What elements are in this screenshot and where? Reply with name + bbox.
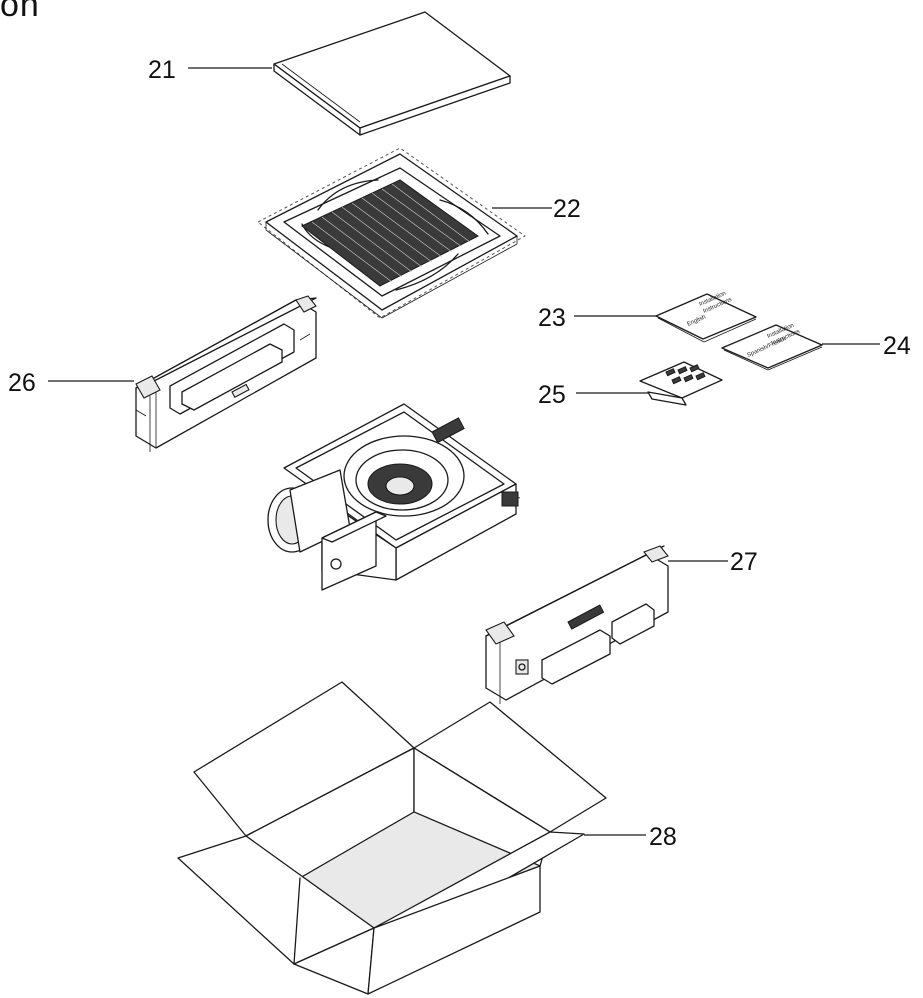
part-24-manual-sheet: Installation Instructions Spanish/French <box>721 323 823 371</box>
callout-28-label: 28 <box>649 823 677 851</box>
callout-26-label: 26 <box>8 369 36 397</box>
part-26-foam-insert <box>135 295 317 452</box>
part-28-shipping-box <box>177 681 607 995</box>
callout-23: 23 <box>538 304 656 332</box>
callout-27-label: 27 <box>730 548 758 576</box>
callout-21: 21 <box>148 56 272 84</box>
callout-24: 24 <box>822 332 911 360</box>
part-22-grille <box>257 147 526 319</box>
part-21-cover-panel <box>273 11 511 136</box>
callout-25: 25 <box>538 381 648 409</box>
callout-22: 22 <box>492 195 581 223</box>
callout-23-label: 23 <box>538 304 566 332</box>
callout-22-label: 22 <box>553 195 581 223</box>
part-25-label-sheet <box>639 361 723 406</box>
callout-21-label: 21 <box>148 56 176 84</box>
callout-26: 26 <box>8 369 134 397</box>
part-23-manual-sheet: Installation Instructions English <box>655 291 757 343</box>
fan-housing-unit <box>267 403 521 591</box>
grille-mesh-lines <box>311 183 471 283</box>
callout-27: 27 <box>668 548 758 576</box>
part-27-foam-insert <box>485 545 669 704</box>
callout-24-label: 24 <box>883 332 911 360</box>
page-heading-fragment: on <box>0 0 40 24</box>
callout-25-label: 25 <box>538 381 566 409</box>
callout-28: 28 <box>584 823 677 851</box>
